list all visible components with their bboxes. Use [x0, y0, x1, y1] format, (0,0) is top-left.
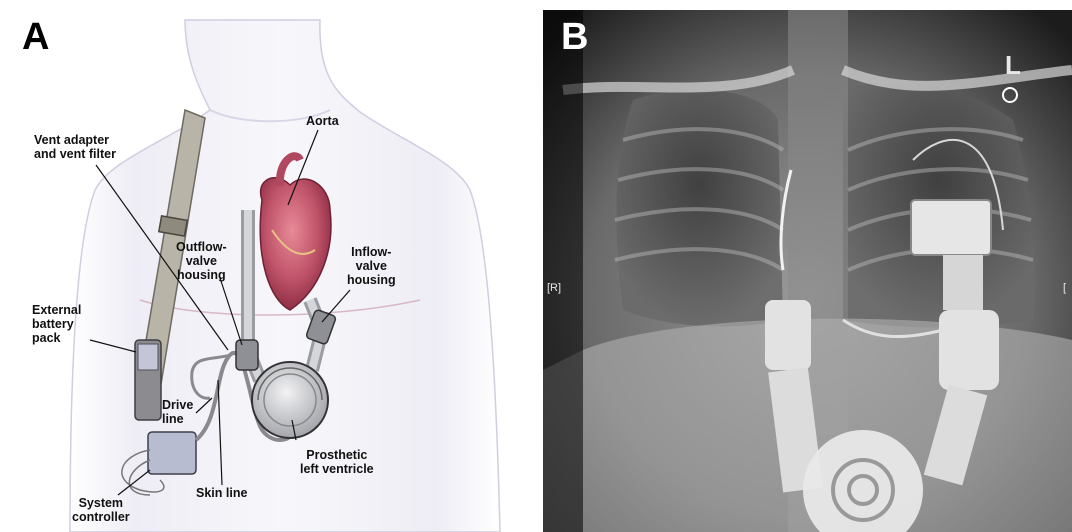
system-controller: [148, 432, 196, 474]
chest-xray-image: [543, 10, 1072, 532]
panel-letter-a: A: [22, 18, 49, 56]
label-prosthetic-left-ventricle: Prosthetic left ventricle: [300, 448, 374, 476]
label-outflow-valve-housing: Outflow- valve housing: [176, 240, 227, 282]
side-marker-right: [R]: [547, 282, 561, 294]
device-inflow-xray: [943, 255, 983, 310]
outflow-valve-housing: [236, 340, 258, 370]
panel-letter-b: B: [561, 18, 588, 56]
label-system-controller: System controller: [72, 496, 130, 524]
label-external-battery-pack: External battery pack: [32, 303, 81, 345]
label-inflow-valve-housing: Inflow- valve housing: [347, 245, 396, 287]
label-vent-adapter: Vent adapter and vent filter: [34, 133, 116, 161]
panel-b-xray: B [R] [ L: [543, 10, 1072, 532]
label-drive-line: Drive line: [162, 398, 193, 426]
device-controller-xray: [911, 200, 991, 255]
side-marker-edge: [: [1063, 282, 1066, 294]
label-aorta: Aorta: [306, 114, 339, 128]
film-marker-l: L: [1005, 50, 1021, 81]
label-skin-line: Skin line: [196, 486, 247, 500]
body-illustration: [0, 0, 530, 532]
panel-a-illustration: A Vent adapter and vent filter Aorta Out…: [0, 0, 530, 532]
